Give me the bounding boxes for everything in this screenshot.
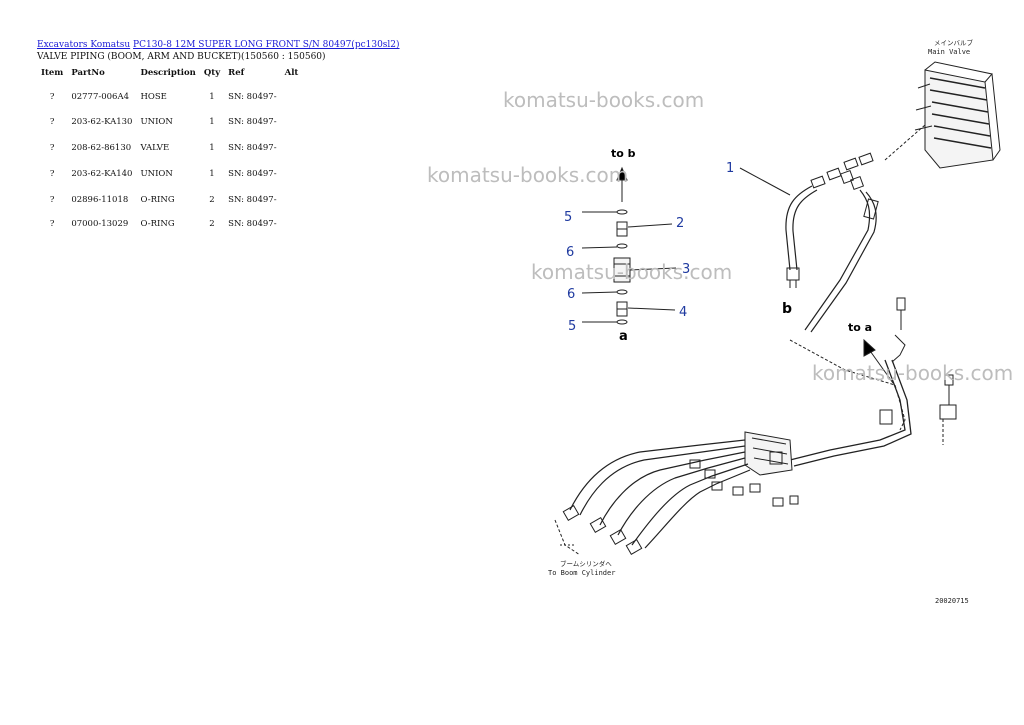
- arrow-to-a: [867, 347, 894, 384]
- watermark: komatsu-books.com: [531, 260, 733, 284]
- cell-partno: 07000-13029: [71, 218, 129, 229]
- col-partno: PartNo: [71, 68, 105, 78]
- table-row: ? 203-62-KA140 UNION 1 SN: 80497-: [37, 161, 302, 187]
- main-valve-block: [914, 61, 1001, 169]
- label-a: a: [619, 329, 628, 344]
- bracket-right: [939, 374, 957, 445]
- table-row: ? 208-62-86130 VALVE 1 SN: 80497-: [37, 135, 302, 161]
- cell-partno: 02777-006A4: [71, 91, 129, 102]
- breadcrumb-link-category[interactable]: Excavators Komatsu: [37, 40, 131, 50]
- callout-5-bottom: 5: [568, 319, 576, 334]
- callout-2: 2: [676, 216, 684, 231]
- cell-description: O-RING: [140, 218, 175, 229]
- cell-ref: SN: 80497-: [228, 91, 277, 102]
- valve-fittings: [810, 152, 874, 191]
- drawing-number: 20020715: [935, 597, 969, 605]
- callout-3: 3: [682, 262, 690, 277]
- cell-qty: 1: [209, 117, 215, 127]
- table-row: ? 07000-13029 O-RING 2 SN: 80497-: [37, 213, 302, 234]
- exploded-parts: [613, 209, 631, 325]
- page-subtitle: VALVE PIPING (BOOM, ARM AND BUCKET)(1505…: [37, 52, 326, 62]
- cell-qty: 1: [209, 169, 215, 179]
- cell-qty: 2: [209, 218, 215, 229]
- watermark: komatsu-books.com: [503, 88, 705, 112]
- parts-table-header: Item PartNo Description Qty Ref Alt: [37, 66, 302, 80]
- boom-cylinder-label: To Boom Cylinder: [548, 569, 615, 577]
- cell-description: UNION: [140, 169, 173, 179]
- cell-item: ?: [49, 91, 55, 102]
- cell-item: ?: [49, 218, 55, 229]
- cell-qty: 1: [209, 143, 215, 153]
- boom-cylinder-label-jp: ブームシリンダへ: [560, 559, 612, 568]
- pipe-main: [789, 189, 906, 431]
- watermark: komatsu-books.com: [812, 361, 1014, 385]
- leader-lines: [581, 167, 791, 323]
- col-item: Item: [41, 68, 64, 78]
- cell-ref: SN: 80497-: [228, 117, 277, 127]
- col-qty: Qty: [203, 68, 221, 78]
- cell-partno: 208-62-86130: [71, 143, 132, 153]
- hose-1: [785, 185, 818, 288]
- main-valve-label: Main Valve: [928, 48, 970, 56]
- cell-partno: 203-62-KA130: [71, 117, 133, 127]
- label-to-a: to a: [848, 321, 872, 334]
- hoses-to-boom-cylinder: [554, 439, 799, 556]
- cell-ref: SN: 80497-: [228, 169, 277, 179]
- cell-ref: SN: 80497-: [228, 143, 277, 153]
- distributor-block: [744, 431, 793, 476]
- cell-description: O-RING: [140, 195, 175, 205]
- cell-ref: SN: 80497-: [228, 218, 277, 229]
- col-ref: Ref: [228, 68, 245, 78]
- pipe-clamp: [789, 297, 912, 467]
- label-b: b: [782, 301, 792, 317]
- parts-table: Item PartNo Description Qty Ref Alt ? 02…: [37, 66, 302, 234]
- callout-6-bottom: 6: [567, 287, 575, 302]
- cell-description: UNION: [140, 117, 173, 127]
- main-valve-label-jp: メインバルブ: [934, 38, 974, 47]
- callout-6-top: 6: [566, 245, 574, 260]
- callout-1: 1: [726, 161, 734, 176]
- callout-4: 4: [679, 305, 687, 320]
- label-to-b: to b: [611, 147, 636, 160]
- cell-qty: 1: [209, 91, 215, 102]
- callout-5-top: 5: [564, 210, 572, 225]
- watermark: komatsu-books.com: [427, 163, 629, 187]
- cell-item: ?: [49, 169, 55, 179]
- cell-description: HOSE: [140, 91, 167, 102]
- cell-item: ?: [49, 117, 55, 127]
- table-row: ? 203-62-KA130 UNION 1 SN: 80497-: [37, 109, 302, 135]
- cell-partno: 203-62-KA140: [71, 169, 133, 179]
- cell-partno: 02896-11018: [71, 195, 129, 205]
- breadcrumb-link-model[interactable]: PC130-8 12M SUPER LONG FRONT S/N 80497(p…: [133, 40, 400, 50]
- breadcrumb: Excavators Komatsu PC130-8 12M SUPER LON…: [37, 40, 400, 50]
- cell-ref: SN: 80497-: [228, 195, 277, 205]
- cell-description: VALVE: [140, 143, 170, 153]
- col-description: Description: [140, 68, 196, 78]
- cell-qty: 2: [209, 195, 215, 205]
- table-row: ? 02896-11018 O-RING 2 SN: 80497-: [37, 187, 302, 213]
- cell-item: ?: [49, 143, 55, 153]
- table-row: ? 02777-006A4 HOSE 1 SN: 80497-: [37, 80, 302, 109]
- cell-item: ?: [49, 195, 55, 205]
- col-alt: Alt: [284, 68, 299, 78]
